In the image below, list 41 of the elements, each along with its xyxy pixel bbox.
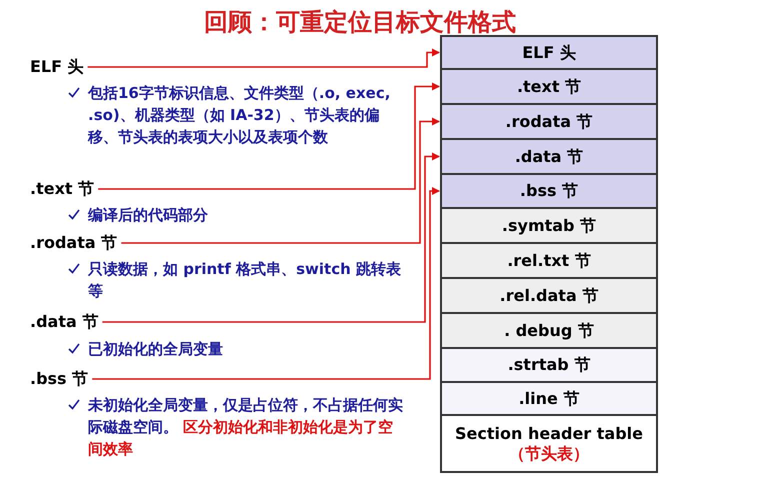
bullet-text: 编译后的代码部分 bbox=[88, 205, 209, 226]
section-row bbox=[440, 138, 658, 175]
slide-title: 回顾：可重定位目标文件格式 bbox=[203, 7, 517, 38]
arrow bbox=[121, 118, 440, 244]
section-row bbox=[440, 277, 658, 314]
section-heading: ELF 头 bbox=[30, 56, 84, 78]
row-label: .bss 节 bbox=[520, 181, 578, 201]
row-label: .rel.data 节 bbox=[500, 286, 598, 306]
bullet-text: 已初始化的全局变量 bbox=[88, 339, 224, 360]
row-label: Section header table bbox=[455, 424, 643, 444]
section-row bbox=[440, 68, 658, 105]
row-label: .text 节 bbox=[516, 76, 582, 96]
section-heading: .data 节 bbox=[30, 311, 98, 333]
row-label: .rel.txt 节 bbox=[507, 250, 591, 270]
arrow bbox=[102, 152, 440, 323]
row-sublabel: （节头表） bbox=[509, 444, 589, 464]
section-row bbox=[440, 173, 658, 209]
section-heading: .rodata 节 bbox=[30, 232, 118, 254]
row-label: .data 节 bbox=[514, 146, 584, 166]
bullet-text: 包括16字节标识信息、文件类型（.o, exec, .so)、机器类型（如 IA-32）、节头表的偏移、节头表的表项大小以及表项个数 bbox=[88, 83, 392, 148]
section-heading: .bss 节 bbox=[30, 368, 88, 390]
arrow bbox=[92, 187, 440, 380]
section-row bbox=[440, 381, 658, 416]
row-label: .strtab 节 bbox=[508, 355, 590, 375]
arrow bbox=[88, 48, 440, 68]
section-row bbox=[440, 103, 658, 140]
bullet-text: 只读数据，如 printf 格式串、switch 跳转表等 bbox=[88, 259, 402, 302]
row-label: .line 节 bbox=[518, 388, 580, 408]
arrow bbox=[98, 82, 440, 190]
section-row bbox=[440, 207, 658, 244]
section-row bbox=[440, 414, 658, 473]
section-heading: .text 节 bbox=[30, 178, 94, 200]
section-row bbox=[440, 347, 658, 383]
row-label: . debug 节 bbox=[504, 320, 594, 340]
row-label: .symtab 节 bbox=[502, 216, 596, 236]
row-label: ELF 头 bbox=[522, 42, 576, 62]
section-row bbox=[440, 35, 658, 70]
bullet-text: 未初始化全局变量，仅是占位符，不占据任何实际磁盘空间。 区分初始化和非初始化是为了空间效率 bbox=[88, 395, 404, 460]
row-label: .rodata 节 bbox=[505, 112, 593, 132]
section-row bbox=[440, 312, 658, 349]
section-row bbox=[440, 242, 658, 279]
